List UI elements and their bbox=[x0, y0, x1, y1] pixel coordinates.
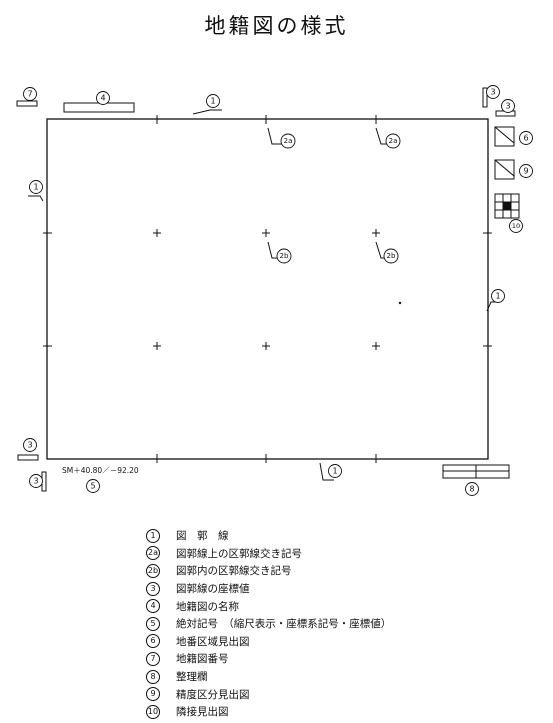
legend-text: 図郭線上の区郭線交き記号 bbox=[176, 547, 302, 560]
coordinate-box-bottom-left bbox=[17, 454, 39, 461]
legend-item: 2b 図郭内の区郭線交き記号 bbox=[146, 562, 391, 580]
legend-text: 図 郭 線 bbox=[176, 530, 229, 543]
legend-item: 4 地籍図の名称 bbox=[146, 597, 391, 615]
legend-number: 6 bbox=[146, 634, 160, 649]
legend-text: 隣接見出図 bbox=[176, 706, 229, 719]
callout-10: 10 bbox=[512, 222, 520, 230]
callout-7: 7 bbox=[27, 90, 32, 99]
coordinate-box-top-right-vertical bbox=[482, 87, 488, 108]
page-title: 地籍図の様式 bbox=[204, 14, 349, 38]
callout-3-bottom-left-b: 3 bbox=[33, 477, 38, 486]
legend-item: 6 地番区域見出図 bbox=[146, 633, 391, 651]
lot-area-index-box bbox=[494, 126, 515, 147]
scale-note: SM＋40.80／－92.20 bbox=[62, 466, 139, 475]
accuracy-index-box bbox=[494, 159, 515, 180]
legend-item: 2a 図郭線上の区郭線交き記号 bbox=[146, 545, 391, 563]
callout-2b-left: 2b bbox=[280, 252, 289, 260]
legend-number: 3 bbox=[146, 581, 160, 596]
callout-2a-left: 2a bbox=[284, 137, 293, 145]
map-name-box bbox=[63, 102, 135, 113]
callout-3-top-right-a: 3 bbox=[490, 88, 495, 97]
legend-list: 1 図 郭 線 2a 図郭線上の区郭線交き記号 2b 図郭内の区郭線交き記号 3 図郭線の座標… bbox=[146, 527, 391, 721]
interior-crosses bbox=[153, 229, 380, 350]
legend-text: 整理欄 bbox=[176, 671, 208, 684]
callout-2b-right: 2b bbox=[387, 252, 396, 260]
legend-text: 図郭線の座標値 bbox=[176, 583, 250, 596]
management-table bbox=[442, 464, 510, 479]
leader-lines bbox=[28, 109, 497, 481]
legend-number: 2b bbox=[146, 563, 160, 578]
legend-text: 絶対記号 （縮尺表示・座標系記号・座標値） bbox=[176, 618, 392, 631]
legend-number: 8 bbox=[146, 669, 160, 684]
legend-item: 3 図郭線の座標値 bbox=[146, 580, 391, 598]
callout-2a-right: 2a bbox=[389, 137, 398, 145]
legend-number: 7 bbox=[146, 651, 160, 666]
legend-text: 精度区分見出図 bbox=[176, 688, 250, 701]
legend-item: 1 図 郭 線 bbox=[146, 527, 391, 545]
callout-3-bottom-left-a: 3 bbox=[27, 441, 32, 450]
legend-item: 5 絶対記号 （縮尺表示・座標系記号・座標値） bbox=[146, 615, 391, 633]
legend-item: 8 整理欄 bbox=[146, 668, 391, 686]
legend-item: 7 地籍図番号 bbox=[146, 650, 391, 668]
map-frame bbox=[46, 118, 489, 460]
legend-text: 図郭内の区郭線交き記号 bbox=[176, 565, 292, 578]
callout-8: 8 bbox=[469, 485, 474, 494]
callout-6: 6 bbox=[523, 134, 528, 143]
legend-text: 地番区域見出図 bbox=[176, 635, 250, 648]
callout-1-right: 1 bbox=[495, 292, 500, 301]
callout-3-top-right-b: 3 bbox=[505, 102, 510, 111]
frame-edge-ticks bbox=[43, 115, 492, 463]
coordinate-box-top-left bbox=[16, 100, 38, 107]
callout-1-bottom: 1 bbox=[332, 467, 337, 476]
legend-number: 2a bbox=[146, 546, 160, 561]
legend-item: 9 精度区分見出図 bbox=[146, 685, 391, 703]
callout-9: 9 bbox=[523, 167, 528, 176]
callout-5: 5 bbox=[90, 482, 95, 491]
legend-number: 1 bbox=[146, 528, 160, 543]
callout-1-top: 1 bbox=[210, 97, 215, 106]
legend-number: 5 bbox=[146, 616, 160, 631]
map-dot bbox=[398, 301, 402, 305]
legend-number: 10 bbox=[146, 704, 160, 719]
callout-4: 4 bbox=[100, 94, 105, 103]
legend-item: 10 隣接見出図 bbox=[146, 703, 391, 721]
legend-text: 地籍図番号 bbox=[176, 653, 229, 666]
adjacent-sheet-index bbox=[494, 193, 520, 219]
legend-text: 地籍図の名称 bbox=[176, 600, 239, 613]
legend-number: 4 bbox=[146, 599, 160, 614]
callout-1-left: 1 bbox=[33, 183, 38, 192]
legend-number: 9 bbox=[146, 687, 160, 702]
